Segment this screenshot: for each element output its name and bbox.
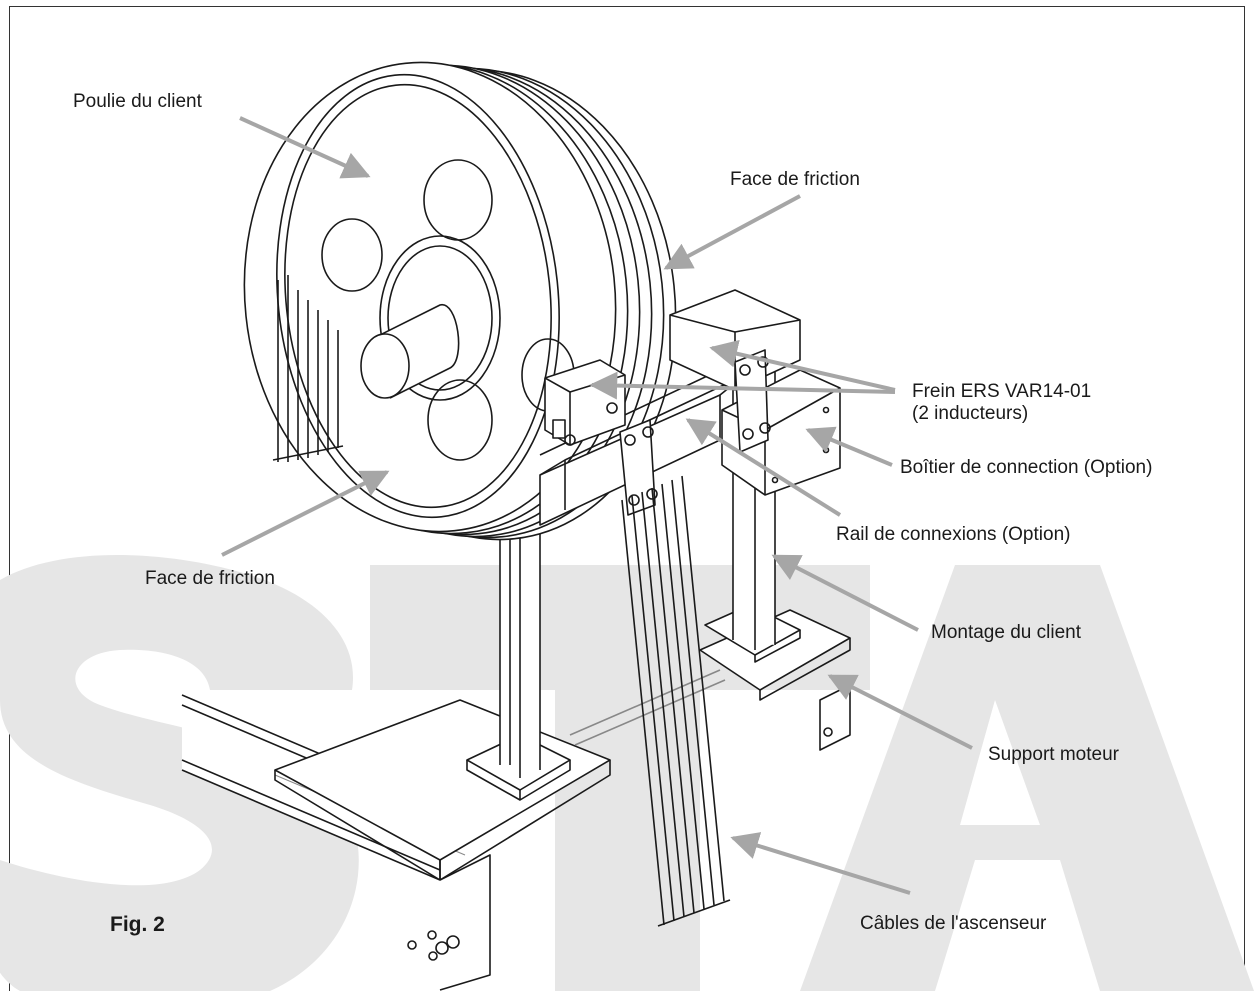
arrow-poulie xyxy=(239,116,371,179)
arrow-friction-top xyxy=(663,194,801,270)
label-frein-line1: Frein ERS VAR14-01 xyxy=(912,381,1092,402)
arrow-friction-left xyxy=(221,470,390,557)
arrow-cables xyxy=(730,832,911,895)
label-rail: Rail de connexions (Option) xyxy=(836,524,1071,545)
label-montage: Montage du client xyxy=(931,622,1081,643)
label-frein-line2: (2 inducteurs) xyxy=(912,403,1029,424)
label-boitier: Boîtier de connection (Option) xyxy=(900,457,1153,478)
watermark-letter-s xyxy=(0,555,359,991)
figure-label: Fig. 2 xyxy=(110,913,165,936)
label-friction-top: Face de friction xyxy=(730,169,860,190)
beam-bolts xyxy=(407,930,460,961)
label-poulie: Poulie du client xyxy=(73,91,202,112)
arrow-rail xyxy=(685,418,842,517)
figure-frame xyxy=(9,6,1245,991)
cables-front xyxy=(621,475,731,927)
watermark-letter-a xyxy=(800,565,1254,991)
arrow-montage xyxy=(771,554,919,632)
label-cables: Câbles de l'ascenseur xyxy=(860,913,1047,934)
arrow-frein-a xyxy=(709,339,896,392)
label-friction-left: Face de friction xyxy=(145,568,275,589)
pulley-face xyxy=(276,73,575,519)
machine-line-art xyxy=(181,61,851,991)
arrow-boitier xyxy=(805,426,893,467)
arrow-support xyxy=(827,674,973,750)
label-support: Support moteur xyxy=(988,744,1119,765)
leader-arrows xyxy=(221,116,973,895)
arrow-frein-b xyxy=(589,371,896,400)
cables-left xyxy=(272,275,344,462)
